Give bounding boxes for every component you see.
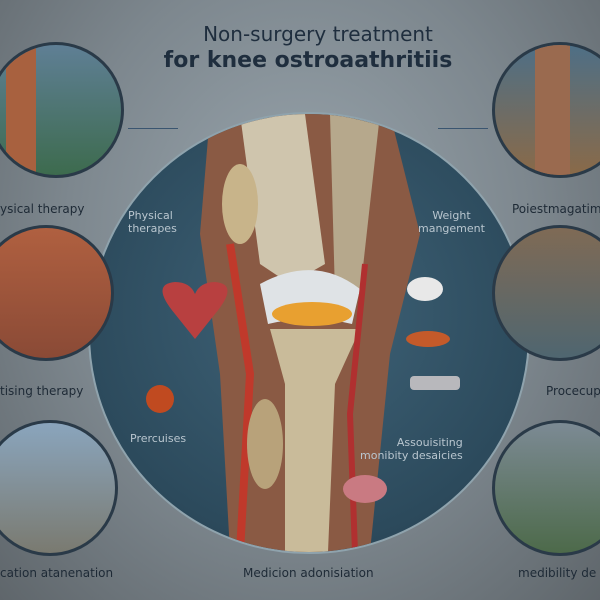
label-line: monibity desaicies (360, 449, 463, 462)
image-circle-bottom-left (0, 420, 118, 556)
label-assisting-mobility: Assouisiting monibity desaicies (360, 436, 463, 462)
treatment-icons (146, 277, 460, 503)
heart-icon (162, 282, 228, 339)
knee-anatomy-illustration (200, 114, 420, 552)
pill-pink-icon (343, 475, 387, 503)
arrow-right (438, 128, 488, 129)
image-circle-bottom-right (492, 420, 600, 556)
pill-orange-icon (406, 331, 450, 347)
label-weight-management: Weight mangement (418, 209, 485, 235)
label-top-right: Poiestmagatim (512, 202, 600, 216)
syringe-icon (410, 376, 460, 390)
label-mobility: medibility de (518, 566, 597, 580)
pill-white-icon (407, 277, 443, 301)
image-circle-mid-right (492, 225, 600, 361)
label-prercuises: Prercuises (130, 432, 187, 445)
image-circle-top-left (0, 42, 124, 178)
title-line-1: Non-surgery treatment (203, 22, 433, 46)
label-line: Assouisiting (396, 436, 463, 449)
ball-icon (146, 385, 174, 413)
knee-illustration-circle: Physical therapes Weight mangement Prerc… (88, 112, 530, 554)
label-medication-administration: Medicion adonisiation (243, 566, 374, 580)
label-line: mangement (418, 222, 485, 235)
label-line: Physical (128, 209, 173, 222)
label-line: therapes (128, 222, 177, 235)
title-line-2: for knee ostroaathritiis (163, 48, 453, 73)
label-procedures: Procecup (546, 384, 600, 398)
image-circle-top-right (492, 42, 600, 178)
label-line: Weight (432, 209, 471, 222)
label-exercising-therapy: tising therapy (0, 384, 84, 398)
label-physical-therapes: Physical therapes (128, 209, 177, 235)
arrow-left (128, 128, 178, 129)
label-physical-therapy: ysical therapy (0, 202, 85, 216)
label-medication: cation atanenation (0, 566, 114, 580)
image-circle-mid-left (0, 225, 114, 361)
